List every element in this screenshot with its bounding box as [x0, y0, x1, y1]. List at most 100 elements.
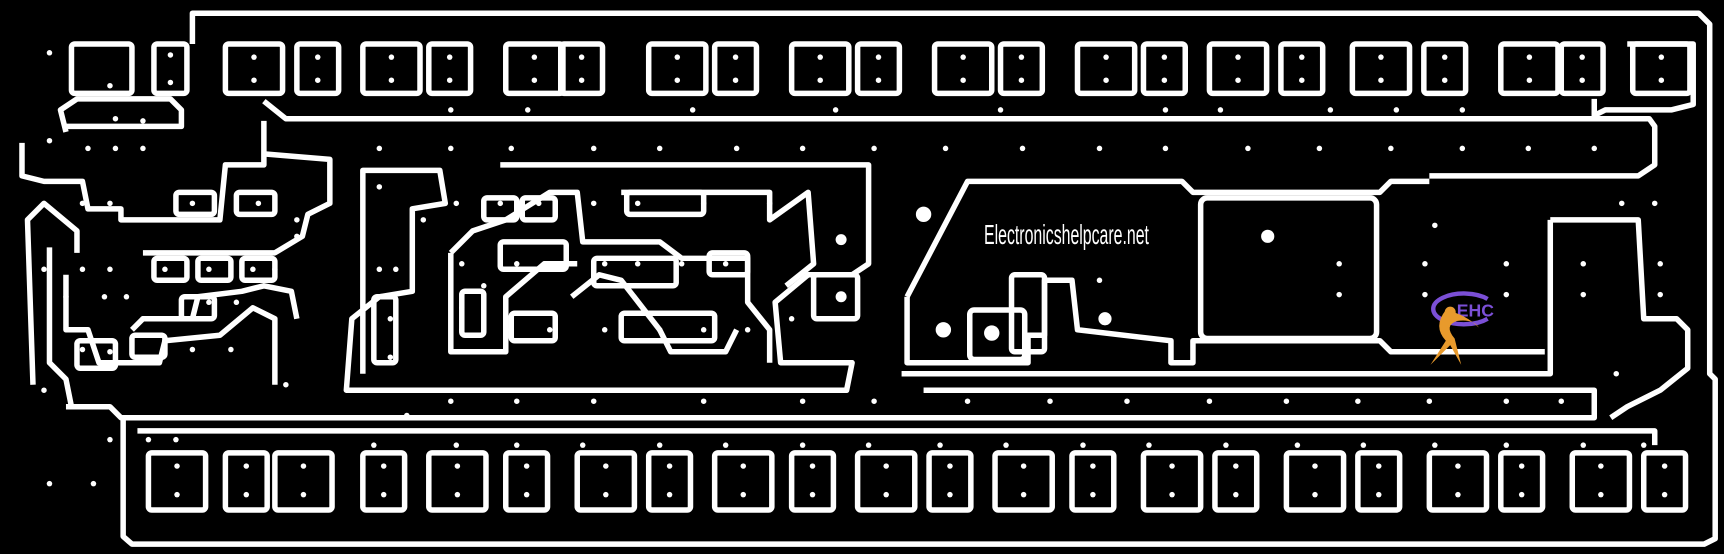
drill-hole: [525, 107, 531, 113]
pad: [574, 450, 638, 513]
component-box: [1197, 195, 1380, 342]
drill-hole: [448, 107, 454, 113]
drill-hole: [315, 54, 321, 60]
drill-hole: [674, 77, 681, 83]
drill-hole: [243, 491, 250, 498]
drill-hole: [404, 412, 410, 419]
pad: [992, 450, 1055, 513]
drill-hole: [590, 145, 597, 152]
drill-hole: [732, 77, 739, 83]
drill-hole: [508, 327, 515, 333]
pad: [1629, 41, 1693, 97]
heatsink-inner: [901, 219, 1554, 377]
drill-hole: [90, 480, 97, 487]
drill-hole: [722, 442, 729, 448]
pad: [272, 450, 335, 513]
drill-hole: [915, 206, 932, 223]
drill-hole: [228, 346, 234, 353]
drill-hole: [243, 463, 250, 469]
drill-hole: [1096, 277, 1103, 284]
pad: [173, 189, 218, 218]
pad: [645, 41, 709, 97]
drill-hole: [1098, 312, 1112, 326]
drill-hole: [1526, 54, 1533, 60]
mid-trace-4: [621, 189, 817, 288]
drill-hole: [546, 261, 553, 267]
drill-hole: [1283, 398, 1290, 404]
drill-hole: [1020, 463, 1027, 469]
drill-hole: [508, 145, 515, 152]
drill-hole: [883, 463, 889, 469]
drill-hole: [387, 354, 394, 360]
drill-hole: [376, 184, 383, 190]
pad: [503, 450, 551, 513]
drill-hole: [140, 118, 146, 124]
drill-hole: [1206, 398, 1213, 404]
drill-hole: [1579, 54, 1585, 60]
drill-hole: [514, 442, 520, 448]
drill-hole: [871, 145, 877, 152]
drill-hole: [964, 398, 971, 404]
drill-hole: [1223, 442, 1229, 448]
left-trace-4: [46, 247, 75, 408]
drill-hole: [674, 54, 681, 60]
drill-hole: [835, 291, 847, 303]
drill-hole: [678, 261, 685, 267]
drill-hole: [1657, 261, 1663, 267]
pad: [1140, 41, 1188, 97]
drill-hole: [1525, 145, 1532, 152]
drill-hole: [1018, 54, 1025, 60]
drill-hole: [1235, 54, 1241, 60]
drill-hole: [835, 234, 847, 246]
drill-hole: [380, 491, 387, 498]
pad: [1206, 41, 1270, 97]
drill-hole: [740, 491, 747, 498]
pad: [222, 450, 270, 513]
drill-hole: [46, 480, 53, 487]
drill-hole: [1052, 370, 1059, 377]
drill-hole: [1161, 54, 1168, 60]
watermark-text: Electronicshelpcare.net: [984, 219, 1149, 250]
drill-hole: [233, 299, 240, 306]
pad: [1640, 450, 1689, 513]
drill-hole: [942, 145, 949, 152]
drill-hole: [656, 145, 663, 152]
drill-hole: [601, 327, 608, 333]
drill-hole: [393, 266, 399, 273]
drill-hole: [1580, 442, 1587, 448]
mid-bottom-trace: [65, 387, 1598, 421]
drill-hole: [1579, 77, 1585, 83]
drill-hole: [315, 77, 321, 83]
drill-hole: [579, 442, 586, 448]
drill-hole: [107, 200, 113, 207]
heatsink-outline: [904, 178, 1430, 299]
drill-hole: [1235, 77, 1241, 83]
drill-hole: [380, 463, 387, 469]
pad: [1069, 450, 1117, 513]
drill-hole: [1161, 77, 1168, 83]
drill-hole: [1312, 463, 1318, 469]
bottom-bus-trace: [137, 428, 1658, 446]
drill-hole: [1526, 77, 1533, 83]
pad: [497, 239, 569, 273]
drill-hole: [371, 442, 377, 448]
drill-hole: [590, 398, 597, 404]
drill-hole: [300, 491, 307, 498]
drill-hole: [536, 200, 542, 207]
drill-hole: [799, 442, 806, 448]
drill-hole: [1378, 54, 1384, 60]
pad: [645, 450, 694, 513]
drill-hole: [1598, 463, 1604, 469]
drill-hole: [272, 266, 278, 273]
drill-hole: [294, 233, 300, 240]
pad: [810, 272, 861, 322]
drill-hole: [531, 77, 538, 83]
drill-hole: [1169, 463, 1175, 469]
logo-figure: [1430, 309, 1479, 365]
drill-hole: [250, 266, 256, 273]
drill-hole: [448, 398, 454, 404]
drill-hole: [634, 261, 641, 267]
left-trace-7: [129, 283, 300, 332]
pad: [68, 41, 135, 97]
drill-hole: [883, 491, 889, 498]
